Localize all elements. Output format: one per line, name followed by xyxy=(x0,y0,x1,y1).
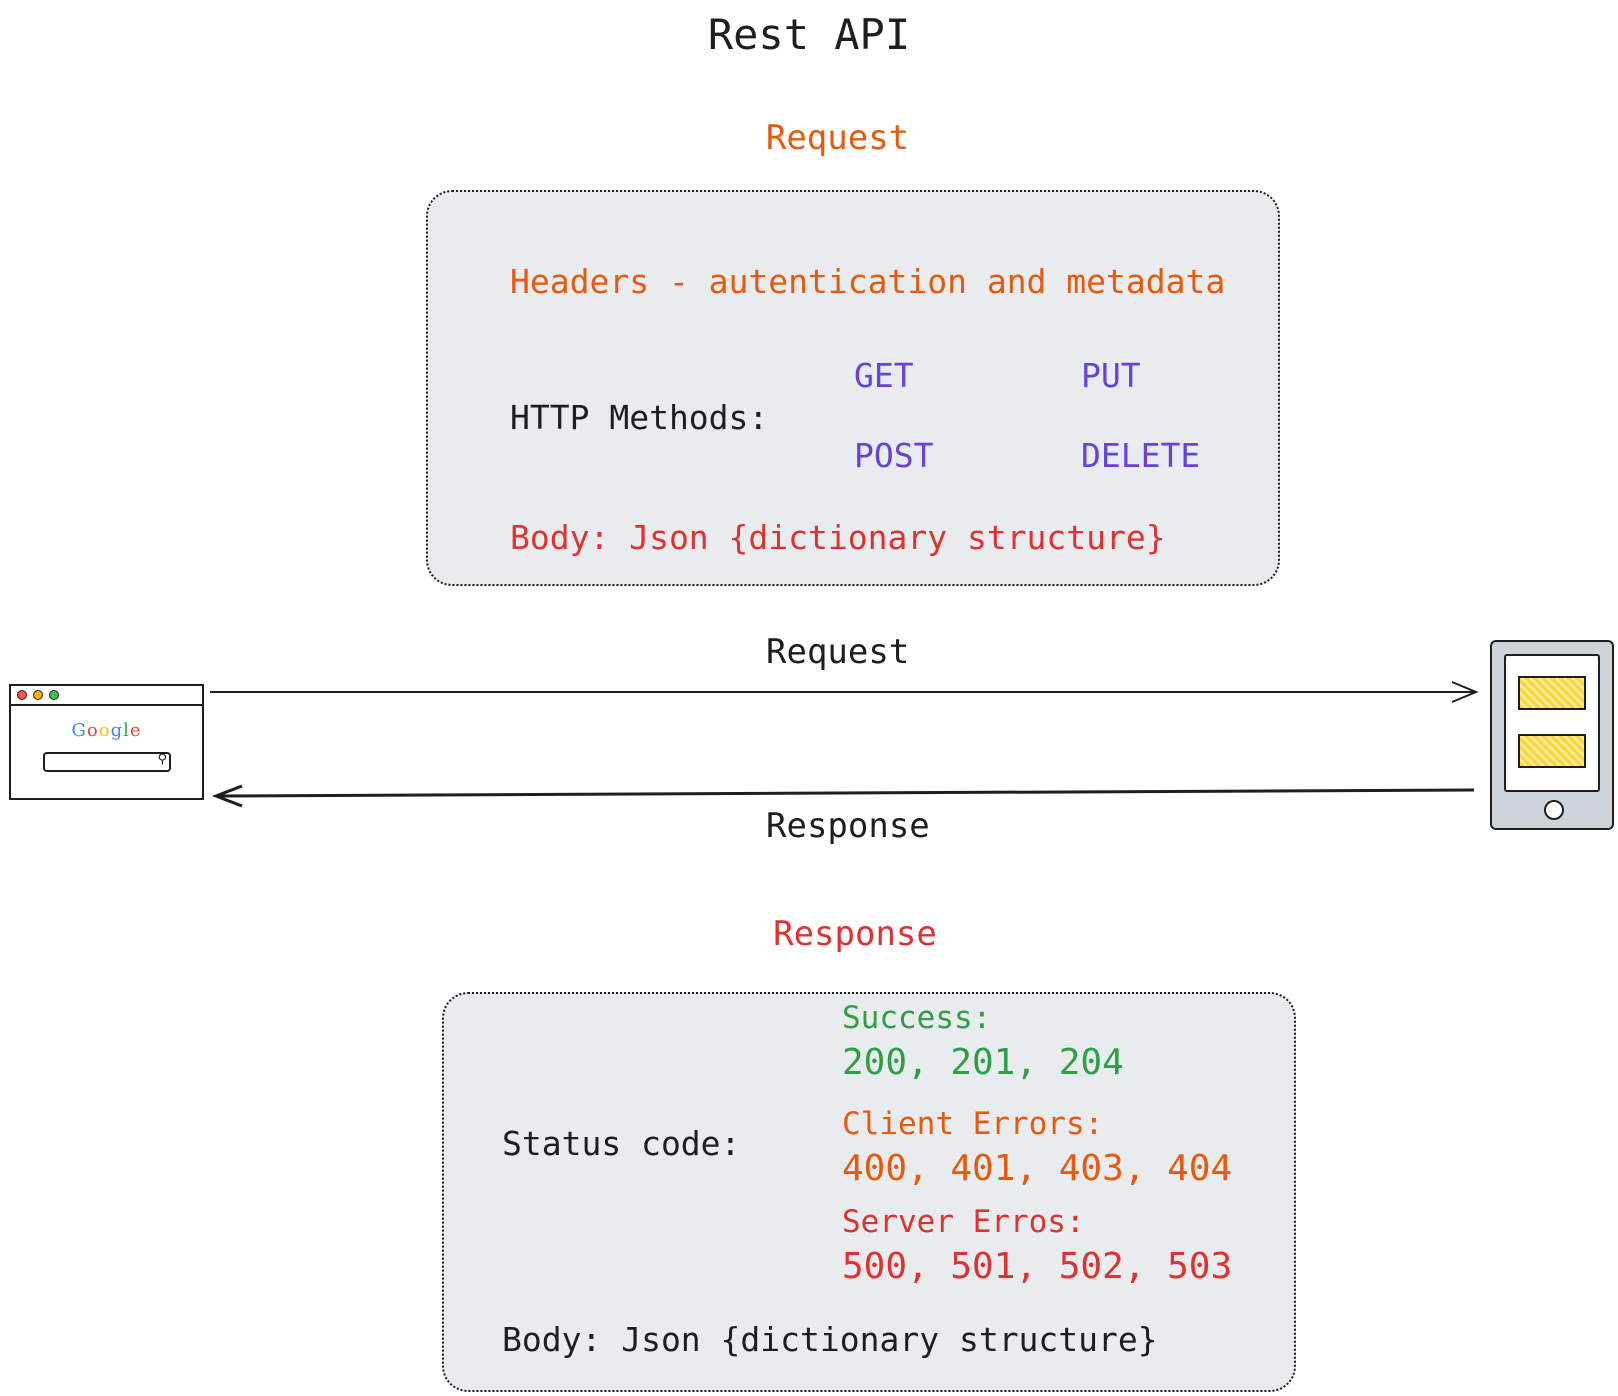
page-title: Rest API xyxy=(707,10,911,59)
server-errors-label: Server Erros: xyxy=(842,1204,1085,1240)
home-button-icon xyxy=(1544,800,1564,820)
maximize-dot-icon xyxy=(49,690,59,700)
http-methods-label: HTTP Methods: xyxy=(510,398,769,437)
browser-icon: Google ⚲ xyxy=(9,684,204,800)
server-errors-codes: 500, 501, 502, 503 xyxy=(842,1246,1233,1287)
browser-title-bar xyxy=(11,686,202,706)
method-put: PUT xyxy=(1081,356,1141,395)
close-dot-icon xyxy=(17,690,27,700)
method-delete: DELETE xyxy=(1081,436,1201,475)
success-label: Success: xyxy=(842,1000,992,1036)
client-errors-label: Client Errors: xyxy=(842,1106,1104,1142)
response-heading: Response xyxy=(773,914,937,954)
method-get: GET xyxy=(854,356,914,395)
phone-card-icon xyxy=(1518,734,1586,768)
success-codes: 200, 201, 204 xyxy=(842,1042,1124,1083)
request-body-text: Body: Json {dictionary structure} xyxy=(510,518,1166,557)
response-body-text: Body: Json {dictionary structure} xyxy=(502,1320,1158,1359)
method-post: POST xyxy=(854,436,934,475)
google-logo: Google xyxy=(71,720,142,741)
client-errors-codes: 400, 401, 403, 404 xyxy=(842,1148,1233,1189)
phone-icon xyxy=(1490,640,1614,830)
request-arrow xyxy=(210,681,1479,703)
phone-screen xyxy=(1504,654,1600,792)
status-code-label: Status code: xyxy=(502,1124,741,1163)
response-arrow-label: Response xyxy=(766,806,930,846)
minimize-dot-icon xyxy=(33,690,43,700)
phone-card-icon xyxy=(1518,676,1586,710)
search-input: ⚲ xyxy=(43,752,171,772)
request-headers-text: Headers - autentication and metadata xyxy=(510,262,1226,301)
request-heading: Request xyxy=(765,118,910,158)
response-arrow xyxy=(211,784,1475,808)
search-icon: ⚲ xyxy=(157,752,167,767)
request-arrow-label: Request xyxy=(766,632,910,672)
request-box xyxy=(426,190,1280,586)
response-box xyxy=(442,992,1296,1392)
